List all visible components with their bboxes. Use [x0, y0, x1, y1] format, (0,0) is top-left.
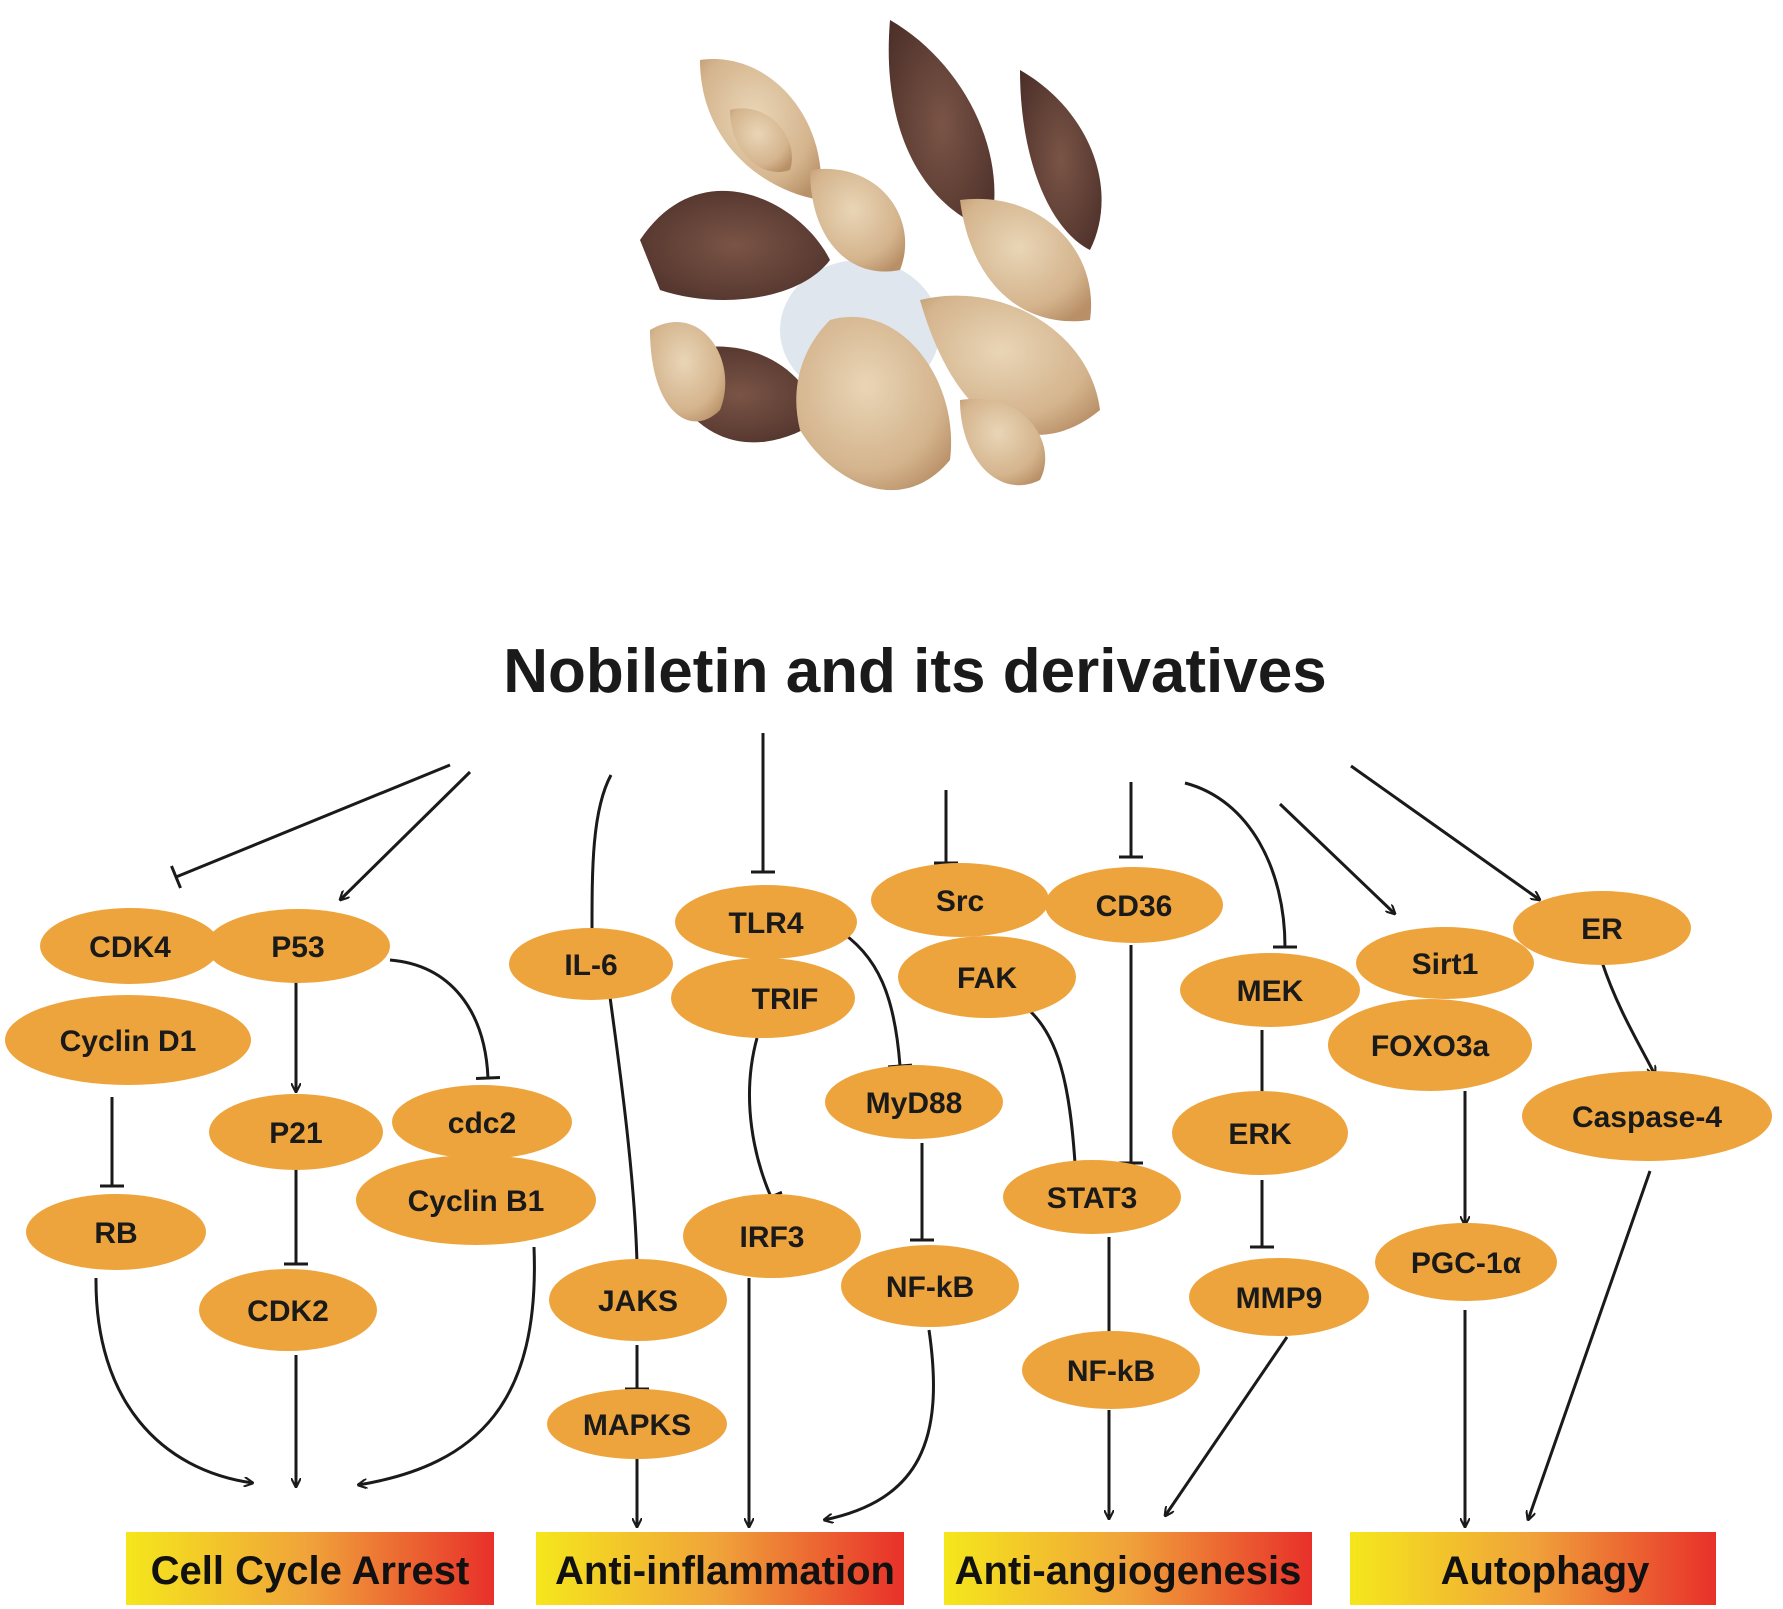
outcomes: Cell Cycle Arrest Anti-inflammation Anti… [126, 1532, 1716, 1605]
node-il6: IL-6 [509, 928, 673, 1000]
node-rb: RB [26, 1194, 206, 1270]
node-pgc1a: PGC-1α [1375, 1223, 1557, 1301]
node-jaks-label: JAKS [598, 1285, 678, 1318]
node-stat3-label: STAT3 [1047, 1182, 1138, 1215]
node-fak: FAK [898, 936, 1076, 1018]
edge-nob-sirt1 [1278, 802, 1395, 914]
edge-il6-jaks [608, 996, 650, 1266]
node-sirt1: Sirt1 [1356, 927, 1534, 999]
edge-p53-cdc2 [389, 958, 501, 1081]
outcome-anti-angiogenesis: Anti-angiogenesis [944, 1532, 1312, 1605]
node-sirt1-label: Sirt1 [1412, 948, 1479, 981]
node-il6-label: IL-6 [564, 949, 617, 982]
node-myd88: MyD88 [825, 1065, 1003, 1139]
node-mmp9-label: MMP9 [1236, 1282, 1323, 1315]
edge-nob-mek [1184, 781, 1298, 949]
node-src: Src [871, 863, 1049, 937]
edge-nob-er [1350, 764, 1540, 900]
node-cdk2: CDK2 [199, 1269, 377, 1351]
edge-fak-stat3 [1019, 1001, 1088, 1166]
node-mapks: MAPKS [547, 1389, 727, 1459]
node-tlr4: TLR4 [675, 885, 857, 959]
diagram-title: Nobiletin and its derivatives [503, 637, 1326, 706]
node-cd36: CD36 [1045, 867, 1223, 943]
node-mapks-label: MAPKS [583, 1409, 691, 1442]
outcome-autophagy-label: Autophagy [1441, 1549, 1651, 1593]
node-src-label: Src [936, 885, 984, 918]
node-mek-label: MEK [1237, 975, 1304, 1008]
outcome-anti-inflammation-label: Anti-inflammation [555, 1549, 895, 1593]
edge-er-caspase4 [1600, 961, 1655, 1075]
node-pgc1a-label: PGC-1α [1411, 1247, 1522, 1280]
node-mmp9: MMP9 [1189, 1258, 1369, 1336]
node-nfkb-angiogenesis: NF-kB [1022, 1331, 1200, 1409]
node-cdk4: CDK4 [40, 908, 220, 984]
node-cdc2-label: cdc2 [448, 1107, 516, 1140]
outcome-cell-cycle-arrest: Cell Cycle Arrest [126, 1532, 494, 1605]
outcome-anti-inflammation: Anti-inflammation [536, 1532, 904, 1605]
node-er: ER [1513, 891, 1691, 965]
node-cyclin-b1: Cyclin B1 [356, 1155, 596, 1245]
edge-nob-cdk4 [170, 763, 451, 889]
node-erk-label: ERK [1228, 1118, 1292, 1151]
edge-tlr4-myd88 [834, 926, 913, 1069]
node-nfkb-inflammation: NF-kB [841, 1245, 1019, 1327]
edge-caspase4-autophagy [1528, 1170, 1652, 1520]
node-cdc2: cdc2 [392, 1085, 572, 1159]
node-trif: TRIF [671, 958, 855, 1038]
node-p21: P21 [209, 1094, 383, 1170]
node-irf3: IRF3 [683, 1194, 861, 1278]
edge-rb-cca [94, 1277, 253, 1483]
edges [94, 733, 1655, 1527]
outcome-anti-angiogenesis-label: Anti-angiogenesis [955, 1549, 1302, 1593]
node-cyclin-b1-label: Cyclin B1 [408, 1185, 545, 1218]
node-erk: ERK [1172, 1091, 1348, 1175]
edge-trif-irf3 [747, 1037, 783, 1204]
node-p21-label: P21 [269, 1117, 322, 1150]
node-rb-label: RB [94, 1217, 137, 1250]
nodes: CDK4 P53 Cyclin D1 P21 cdc2 Cyclin B1 RB… [5, 863, 1772, 1459]
node-caspase4: Caspase-4 [1522, 1071, 1772, 1161]
node-jaks: JAKS [549, 1259, 727, 1341]
node-nfkb-inflammation-label: NF-kB [886, 1271, 974, 1304]
edge-cyclinb1-cca [358, 1246, 536, 1485]
outcome-cell-cycle-arrest-label: Cell Cycle Arrest [151, 1549, 470, 1593]
edge-nob-p53 [340, 770, 472, 900]
node-cd36-label: CD36 [1096, 890, 1173, 923]
node-irf3-label: IRF3 [739, 1221, 804, 1254]
edge-nob-il6 [579, 774, 613, 932]
node-trif-label: TRIF [752, 983, 819, 1016]
edge-nfkb-ai [824, 1329, 935, 1520]
node-tlr4-label: TLR4 [729, 907, 804, 940]
node-caspase4-label: Caspase-4 [1572, 1101, 1722, 1134]
node-cyclin-d1: Cyclin D1 [5, 995, 251, 1085]
node-p53-label: P53 [271, 931, 324, 964]
outcome-autophagy: Autophagy [1350, 1532, 1716, 1605]
node-nfkb-angiogenesis-label: NF-kB [1067, 1355, 1155, 1388]
node-p53: P53 [206, 909, 390, 983]
edge-mmp9-aa [1165, 1336, 1289, 1516]
citrus-peel-image [640, 20, 1102, 491]
node-fak-label: FAK [957, 962, 1017, 995]
node-stat3: STAT3 [1003, 1160, 1181, 1234]
node-cdk2-label: CDK2 [247, 1295, 329, 1328]
node-myd88-label: MyD88 [866, 1087, 963, 1120]
node-cyclin-d1-label: Cyclin D1 [60, 1025, 197, 1058]
node-foxo3a-label: FOXO3a [1371, 1030, 1490, 1063]
node-foxo3a: FOXO3a [1328, 999, 1532, 1091]
node-er-label: ER [1581, 913, 1623, 946]
node-mek: MEK [1180, 953, 1360, 1027]
node-cdk4-label: CDK4 [89, 931, 171, 964]
